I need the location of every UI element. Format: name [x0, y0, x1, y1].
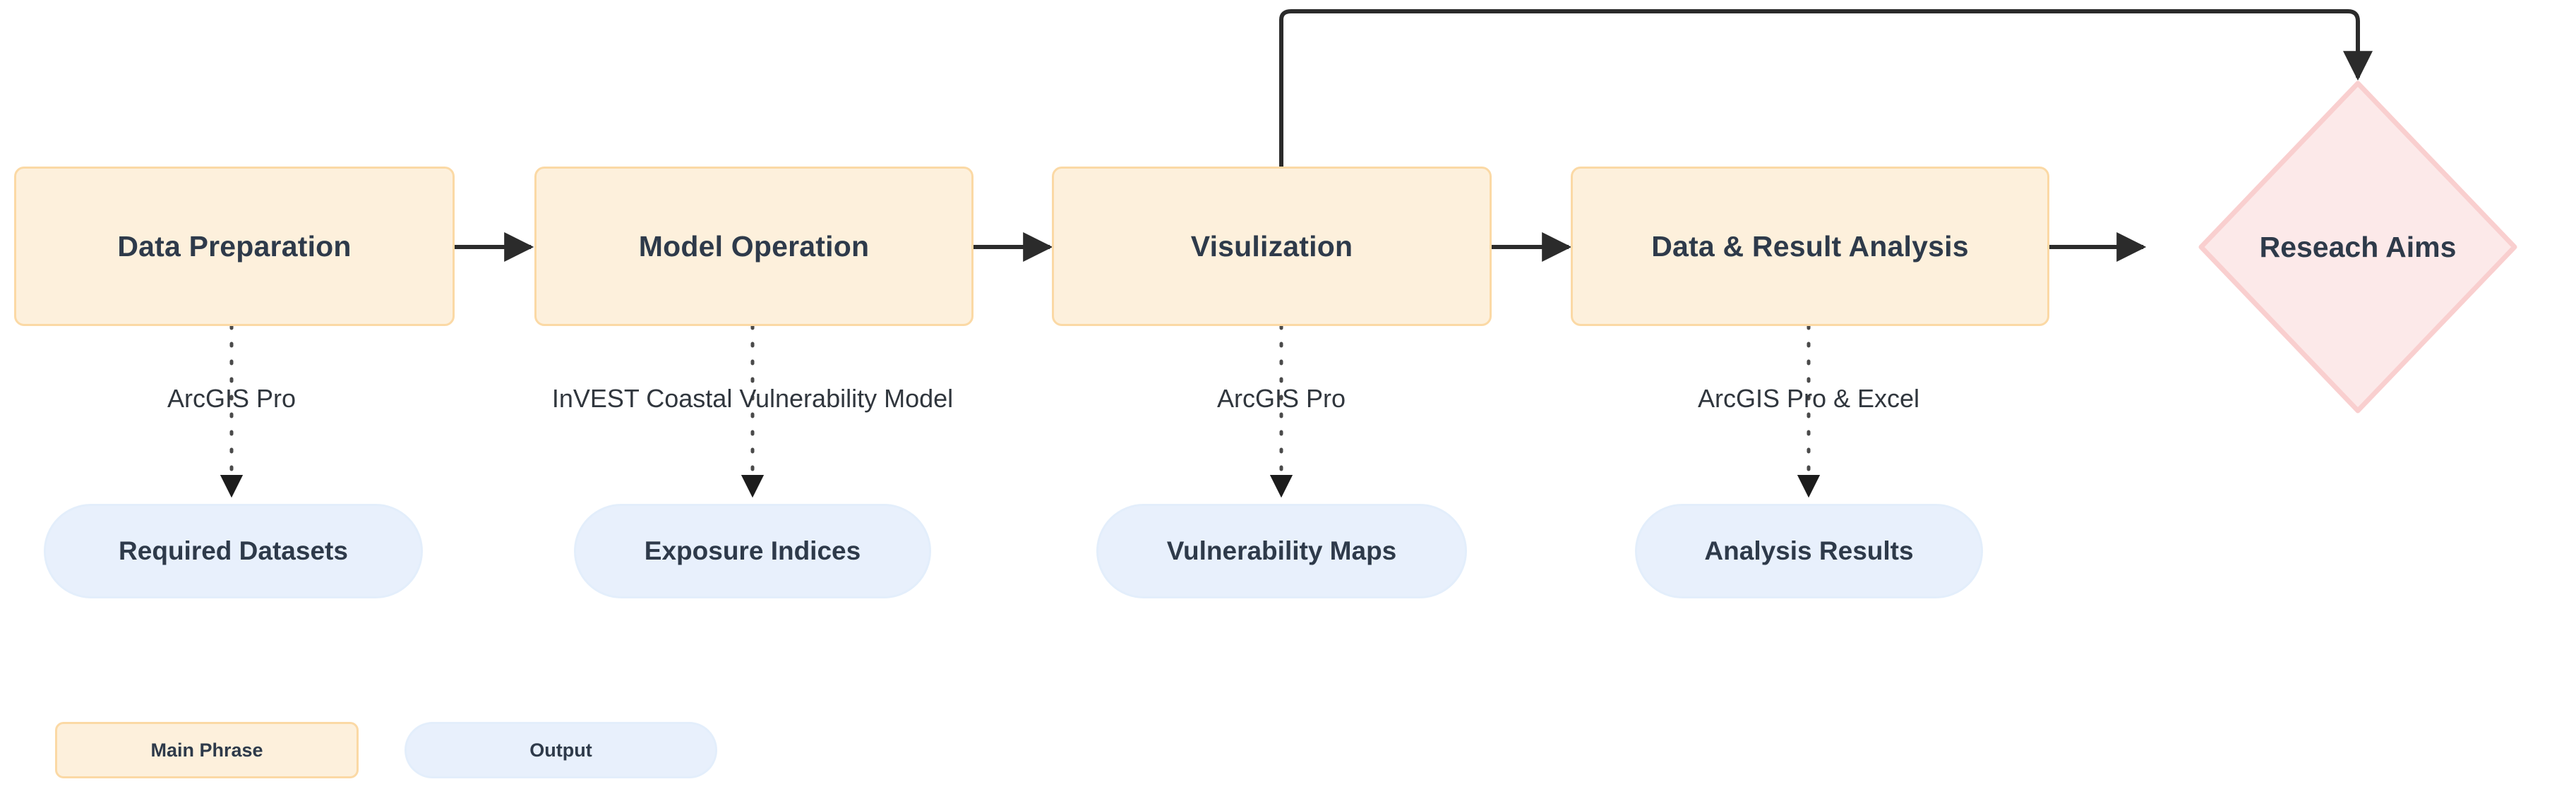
legend-label: Output: [529, 739, 592, 761]
edge-label-text: ArcGIS Pro & Excel: [1697, 384, 1920, 413]
legend-main-phrase: Main Phrase: [55, 722, 359, 778]
node-vulnerability-maps[interactable]: Vulnerability Maps: [1096, 504, 1467, 598]
node-exposure-indices[interactable]: Exposure Indices: [574, 504, 931, 598]
edge-label-text: ArcGIS Pro: [167, 384, 296, 413]
node-analysis-results[interactable]: Analysis Results: [1635, 504, 1983, 598]
node-label: Data & Result Analysis: [1651, 229, 1969, 263]
node-required-datasets[interactable]: Required Datasets: [44, 504, 423, 598]
node-label: Analysis Results: [1704, 536, 1914, 565]
node-label: Required Datasets: [119, 536, 348, 565]
node-label: Exposure Indices: [644, 536, 861, 565]
edge-label-tool-model-operation: InVEST Coastal Vulnerability Model: [552, 384, 953, 414]
edge-label-tool-data-result-analysis: ArcGIS Pro & Excel: [1698, 384, 1919, 414]
node-label: Model Operation: [638, 229, 870, 263]
node-data-result-analysis[interactable]: Data & Result Analysis: [1571, 167, 2049, 326]
edge-label-text: InVEST Coastal Vulnerability Model: [551, 384, 954, 413]
node-label: Vulnerability Maps: [1166, 536, 1397, 565]
node-reseach-aims-label: Reseach Aims: [2201, 219, 2515, 275]
edge-visulization-to-aims-elbow: [1279, 9, 2373, 167]
node-label: Data Preparation: [117, 229, 352, 263]
node-data-preparation[interactable]: Data Preparation: [14, 167, 455, 326]
edge-label-tool-data-preparation: ArcGIS Pro: [167, 384, 296, 414]
legend-output: Output: [405, 722, 717, 778]
legend-label: Main Phrase: [150, 739, 263, 761]
node-label: Visulization: [1190, 229, 1353, 263]
node-model-operation[interactable]: Model Operation: [534, 167, 974, 326]
node-label: Reseach Aims: [2259, 230, 2457, 263]
node-visulization[interactable]: Visulization: [1052, 167, 1492, 326]
edge-label-tool-visulization: ArcGIS Pro: [1217, 384, 1346, 414]
edge-label-text: ArcGIS Pro: [1216, 384, 1346, 413]
